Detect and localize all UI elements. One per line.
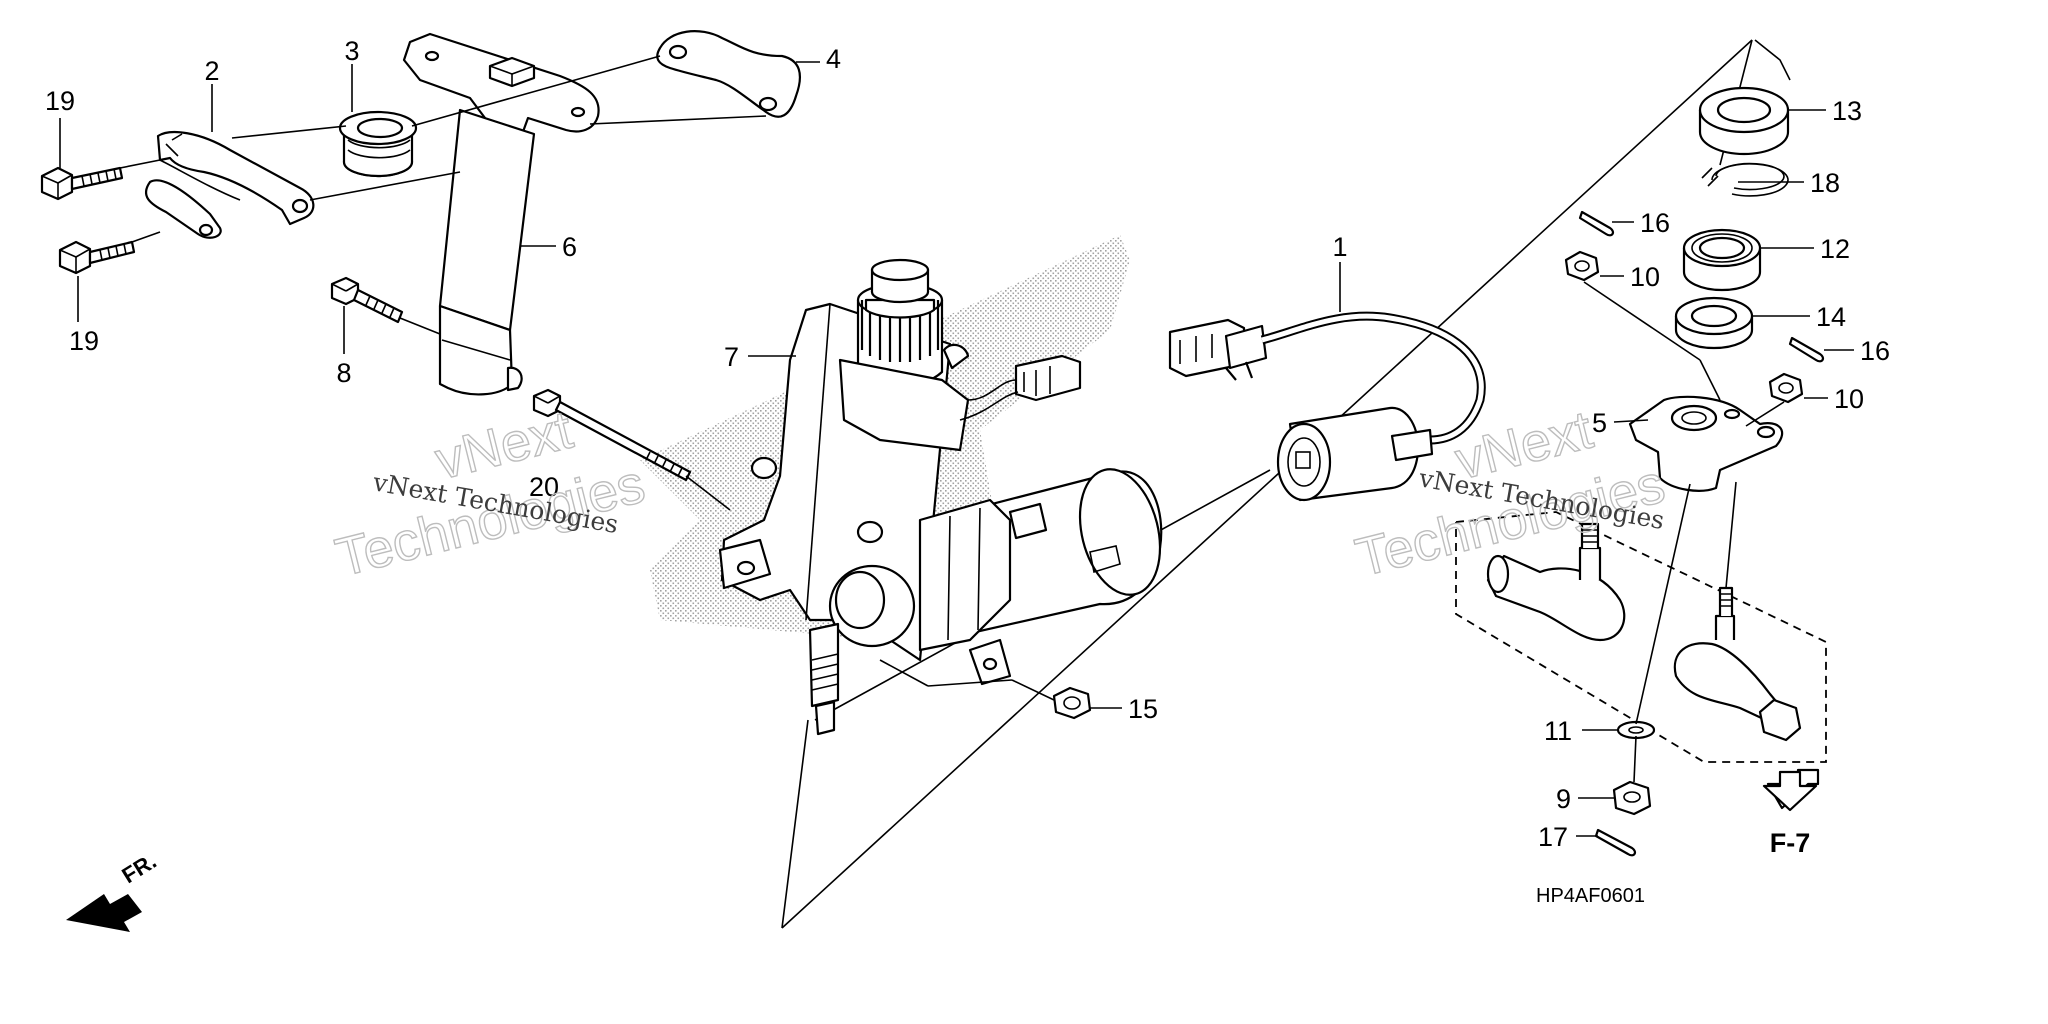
part-8-bolt[interactable] <box>330 276 404 324</box>
callout-3[interactable]: 3 <box>344 36 359 66</box>
callout-2[interactable]: 2 <box>204 56 219 86</box>
part-19-bolt-lower[interactable] <box>58 240 136 275</box>
tie-rod-end-left[interactable] <box>1486 522 1626 642</box>
right-assembly-lines <box>1583 281 1785 783</box>
callout-14[interactable]: 14 <box>1816 302 1846 332</box>
callout-leaders <box>59 61 1854 837</box>
part-10-nut-upper[interactable] <box>1564 250 1600 282</box>
part-13-oil-seal[interactable] <box>1698 86 1790 156</box>
callout-18[interactable]: 18 <box>1810 168 1840 198</box>
part-5-arm[interactable] <box>1628 395 1784 492</box>
callout-6[interactable]: 6 <box>562 232 577 262</box>
callout-15[interactable]: 15 <box>1128 694 1158 724</box>
callout-19-lower[interactable]: 19 <box>69 326 99 356</box>
section-ref-label[interactable]: F-7 <box>1770 828 1811 858</box>
part-15-nut[interactable] <box>1052 686 1092 720</box>
part-10-nut-lower[interactable] <box>1768 372 1804 404</box>
callout-5[interactable]: 5 <box>1592 408 1607 438</box>
part-12-bearing[interactable] <box>1682 228 1762 292</box>
part-6-steering-shaft[interactable] <box>402 32 600 396</box>
part-1-harness[interactable] <box>1168 311 1486 502</box>
part-4-holder-cap[interactable] <box>656 30 801 118</box>
part-14-oil-seal[interactable] <box>1674 296 1754 350</box>
callout-20[interactable]: 20 <box>529 472 559 502</box>
part-7-eps-unit[interactable] <box>718 258 1172 736</box>
callout-4[interactable]: 4 <box>826 44 841 74</box>
callout-17[interactable]: 17 <box>1538 822 1568 852</box>
callout-8[interactable]: 8 <box>336 358 351 388</box>
callout-13[interactable]: 13 <box>1832 96 1862 126</box>
part-9-nut[interactable] <box>1612 780 1652 816</box>
front-direction-indicator: FR. <box>66 848 161 932</box>
part-16-cotter-pin-lower[interactable] <box>1788 336 1825 363</box>
part-16-cotter-pin-upper[interactable] <box>1578 210 1615 237</box>
part-2-holder-clamp[interactable] <box>144 130 315 239</box>
callout-19-upper[interactable]: 19 <box>45 86 75 116</box>
callout-labels: 1 2 3 4 5 6 7 8 9 10 10 11 12 13 14 15 1… <box>45 36 1890 852</box>
left-assembly-lines <box>119 55 1055 701</box>
callout-1[interactable]: 1 <box>1332 232 1347 262</box>
tie-rod-end-right[interactable] <box>1673 586 1802 742</box>
callout-16-upper[interactable]: 16 <box>1640 208 1670 238</box>
part-19-bolt-upper[interactable] <box>40 166 124 201</box>
diagram-code: HP4AF0601 <box>1536 885 1645 907</box>
part-17-cotter-pin[interactable] <box>1594 828 1637 857</box>
callout-9[interactable]: 9 <box>1556 784 1571 814</box>
tie-rod-assembly-box <box>1455 511 1827 763</box>
part-20-bolt[interactable] <box>532 388 692 482</box>
front-label: FR. <box>117 848 160 888</box>
part-11-washer[interactable] <box>1616 720 1656 740</box>
callout-10-upper[interactable]: 10 <box>1630 262 1660 292</box>
part-3-bushing[interactable] <box>338 110 418 178</box>
front-arrow-icon <box>66 894 142 932</box>
part-18-circlip[interactable] <box>1701 162 1789 197</box>
callout-12[interactable]: 12 <box>1820 234 1850 264</box>
callout-16-lower[interactable]: 16 <box>1860 336 1890 366</box>
callout-7[interactable]: 7 <box>724 342 739 372</box>
section-reference[interactable]: F-7 <box>1762 768 1820 858</box>
callout-11[interactable]: 11 <box>1544 716 1572 746</box>
callout-10-lower[interactable]: 10 <box>1834 384 1864 414</box>
